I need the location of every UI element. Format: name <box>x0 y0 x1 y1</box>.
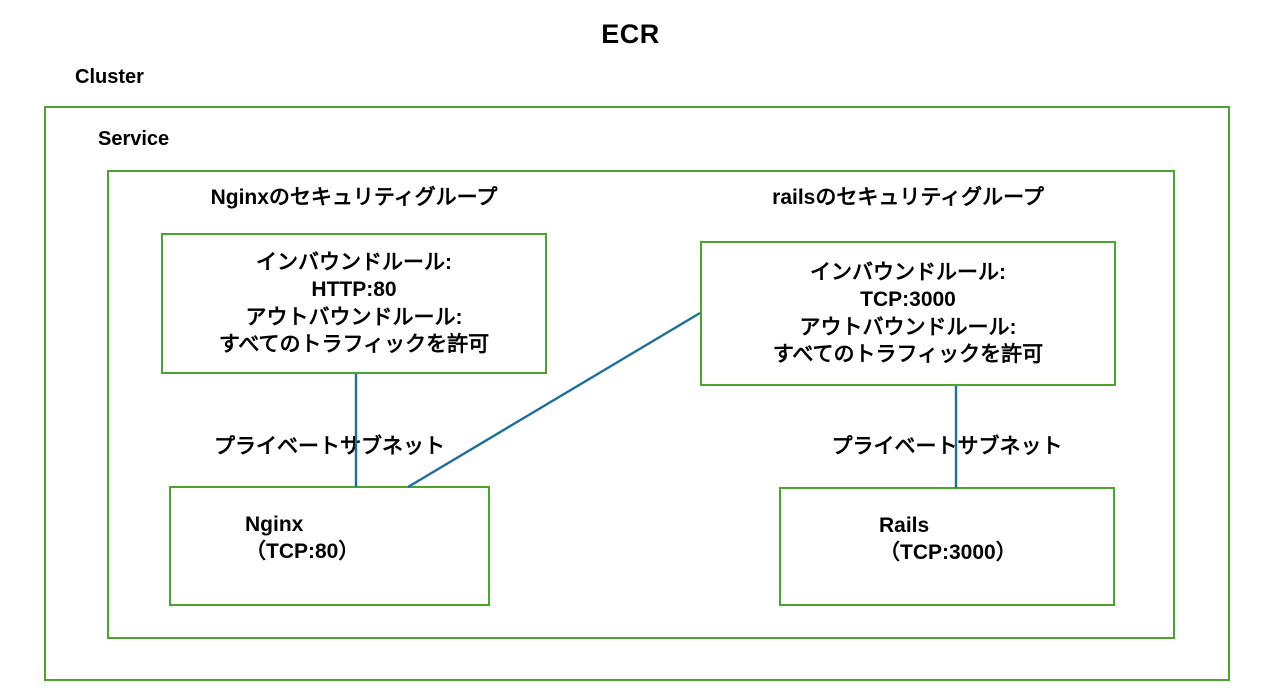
rails-subnet-box <box>779 487 1115 606</box>
nginx-security-group-label: Nginxのセキュリティグループ <box>210 186 498 209</box>
nginx-node: Nginx （TCP:80） <box>245 512 359 566</box>
rails-security-group-box <box>700 241 1116 386</box>
rails-node-port: （TCP:3000） <box>879 540 1017 564</box>
service-container <box>107 170 1175 639</box>
nginx-node-port: （TCP:80） <box>245 539 360 563</box>
cluster-container <box>44 106 1230 681</box>
rails-node-name: Rails <box>879 514 930 537</box>
nginx-subnet-label: プライベートサブネット <box>214 435 445 458</box>
nginx-subnet-box <box>169 486 490 606</box>
page-title: ECR <box>601 19 660 49</box>
cluster-label: Cluster <box>75 66 144 88</box>
rails-security-group-label: railsのセキュリティグループ <box>772 186 1044 209</box>
nginx-node-name: Nginx <box>245 513 304 536</box>
rails-node: Rails （TCP:3000） <box>879 513 1017 567</box>
service-label: Service <box>98 128 170 150</box>
nginx-security-group-box <box>161 233 547 374</box>
rails-subnet-label: プライベートサブネット <box>831 435 1063 458</box>
